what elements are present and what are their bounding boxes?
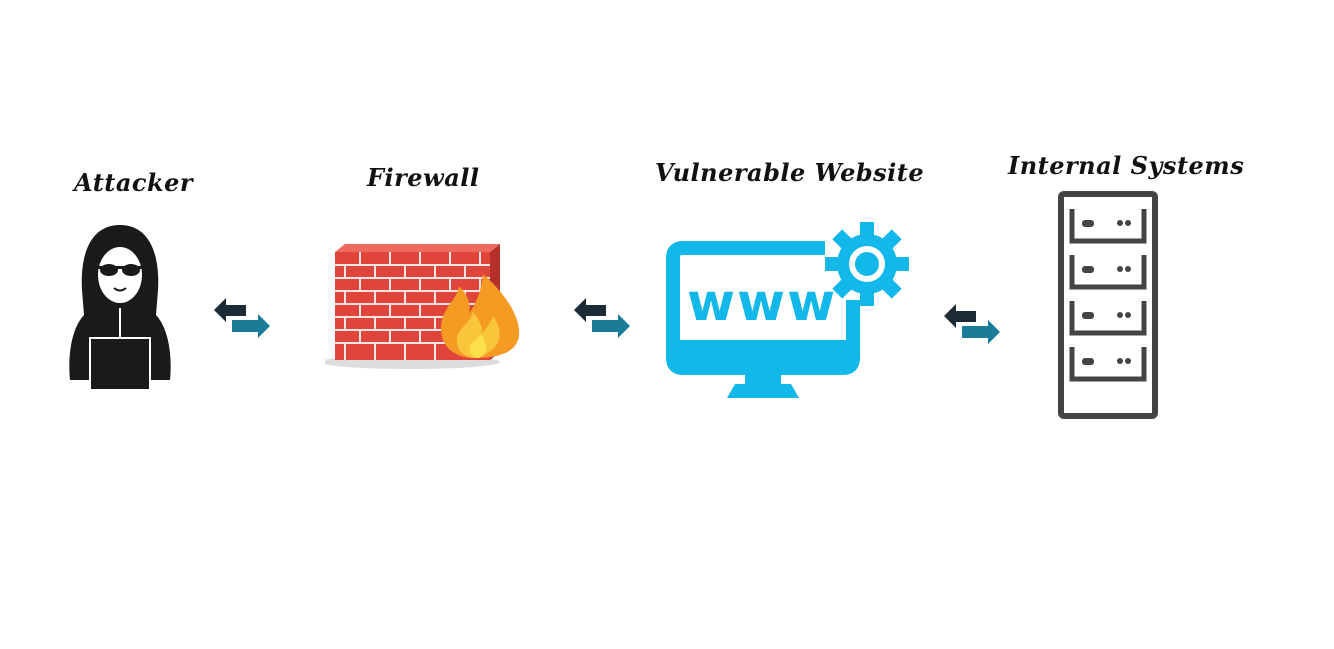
firewall-node: Firewall xyxy=(295,155,540,380)
svg-text:www: www xyxy=(687,273,837,333)
exchange-arrows-icon xyxy=(944,304,1000,346)
website-label: Vulnerable Website xyxy=(655,158,925,187)
exchange-arrows-icon xyxy=(574,298,630,340)
internal-systems-node: Internal Systems xyxy=(1000,145,1244,425)
attacker-node: Attacker xyxy=(40,160,200,430)
exchange-arrows-icon xyxy=(214,298,270,340)
website-node: Vulnerable Website www xyxy=(645,150,924,405)
hacker-icon xyxy=(60,220,180,390)
firewall-label: Firewall xyxy=(367,163,480,192)
internal-systems-label: Internal Systems xyxy=(1008,151,1245,180)
server-rack-icon xyxy=(1058,191,1158,419)
attacker-label: Attacker xyxy=(74,168,194,197)
brick-firewall-icon xyxy=(325,240,525,370)
www-monitor-gear-icon: www xyxy=(665,220,915,400)
